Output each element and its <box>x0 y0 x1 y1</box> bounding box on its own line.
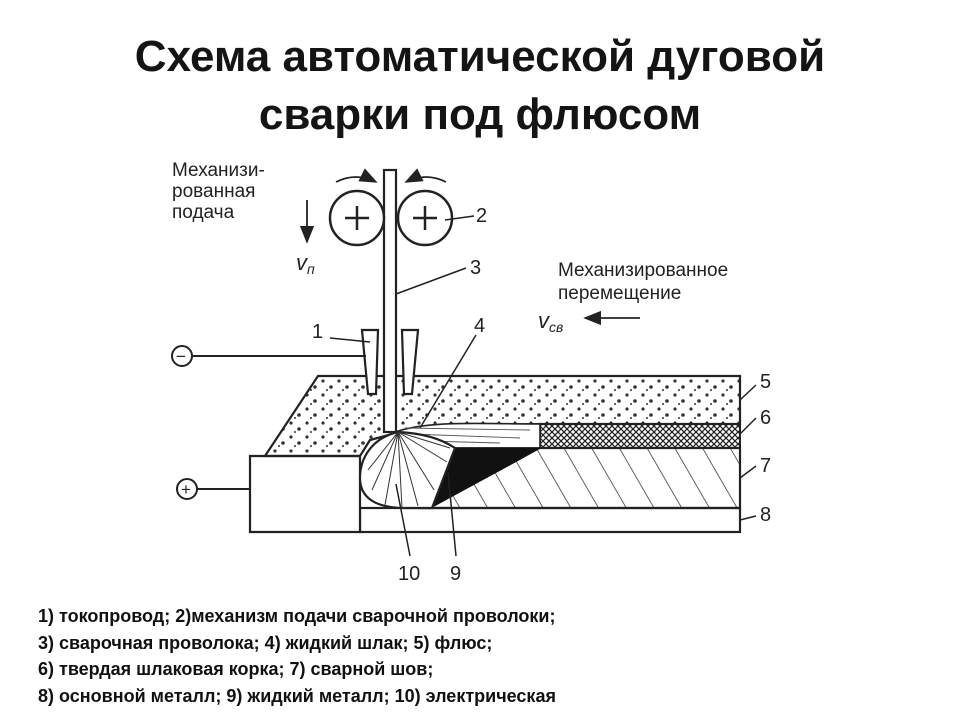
callout-8: 8 <box>760 504 771 526</box>
page-title: Схема автоматической дуговой сварки под … <box>0 28 960 144</box>
feed-label-line-2: рованная <box>172 181 255 202</box>
callout-10: 10 <box>398 563 420 585</box>
callout-6: 6 <box>760 407 771 429</box>
callout-1: 1 <box>312 321 323 343</box>
callout-2: 2 <box>476 205 487 227</box>
legend-line-1: 1) токопровод; 2)механизм подачи сварочн… <box>38 606 556 626</box>
legend-line-3: 6) твердая шлаковая корка; 7) сварной шо… <box>38 659 434 679</box>
callout-5: 5 <box>760 371 771 393</box>
feed-label-line-3: подача <box>172 202 235 223</box>
arc-zone <box>358 430 457 510</box>
slag-crust <box>539 423 741 449</box>
feed-label-line-1: Механизи- <box>172 160 265 181</box>
legend-line-4: 8) основной металл; 9) жидкий металл; 10… <box>38 685 556 706</box>
leader-lines <box>329 215 757 557</box>
travel-speed-symbol: vсв <box>538 308 563 335</box>
travel-label-line-2: перемещение <box>558 283 681 304</box>
callout-3: 3 <box>470 257 481 279</box>
feed-rollers <box>328 168 454 247</box>
callout-9: 9 <box>450 563 461 585</box>
positive-terminal <box>176 478 250 500</box>
positive-terminal-sign: + <box>181 480 191 499</box>
travel-label-line-1: Механизированное <box>558 260 728 281</box>
title-line-2: сварки под флюсом <box>258 90 702 139</box>
negative-terminal-sign: − <box>176 347 186 366</box>
callout-7: 7 <box>760 455 771 477</box>
title-line-1: Схема автоматической дуговой <box>134 32 826 81</box>
legend: 1) токопровод; 2)механизм подачи сварочн… <box>38 603 938 709</box>
negative-terminal <box>171 345 366 367</box>
base-metal <box>248 454 742 534</box>
welding-wire <box>382 168 398 434</box>
feed-speed-symbol: vп <box>296 250 315 277</box>
contact-tips <box>360 328 420 396</box>
welding-diagram: Механизи- рованная подача vп Механизиров… <box>171 160 771 585</box>
legend-line-2: 3) сварочная проволока; 4) жидкий шлак; … <box>38 632 493 653</box>
callout-4: 4 <box>474 315 485 337</box>
